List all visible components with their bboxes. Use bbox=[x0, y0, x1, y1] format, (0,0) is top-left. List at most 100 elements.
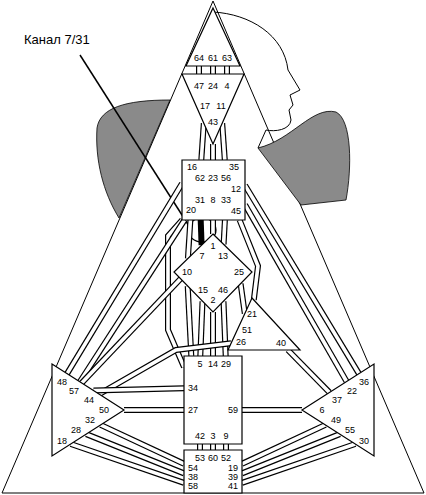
gate-number: 59 bbox=[228, 406, 238, 415]
channel-inner bbox=[222, 123, 225, 160]
channel-outline bbox=[224, 66, 230, 74]
channel-inner bbox=[82, 279, 181, 383]
shoulder-shade bbox=[97, 100, 170, 218]
energy-center: 514293427594239 bbox=[184, 356, 242, 444]
channel-outline bbox=[196, 66, 202, 74]
channel-line bbox=[200, 220, 202, 245]
channel-inner bbox=[211, 312, 215, 356]
gate-number: 29 bbox=[221, 360, 231, 369]
gate-number: 26 bbox=[236, 338, 246, 347]
channel-outline bbox=[198, 220, 205, 245]
gate-number: 38 bbox=[188, 473, 198, 482]
gate-number: 44 bbox=[84, 396, 94, 405]
channel-inner bbox=[242, 408, 302, 412]
gate-number: 24 bbox=[208, 82, 218, 91]
channel-line bbox=[94, 388, 185, 390]
gate-number: 61 bbox=[208, 54, 218, 63]
center-outline bbox=[182, 160, 245, 220]
gate-number: 8 bbox=[210, 196, 215, 205]
channel-line bbox=[224, 220, 225, 244]
channel-inner bbox=[224, 301, 226, 356]
channel-inner bbox=[94, 388, 185, 390]
energy-center: 166223563512203183345 bbox=[182, 160, 245, 220]
energy-center: 536052541938395841 bbox=[184, 450, 242, 493]
gate-number: 31 bbox=[195, 196, 205, 205]
gate-number: 12 bbox=[231, 185, 241, 194]
channel-inner bbox=[124, 408, 184, 412]
channel-outline bbox=[71, 444, 184, 483]
gate-number: 5 bbox=[197, 360, 202, 369]
channel-line bbox=[227, 66, 228, 74]
gate-number: 52 bbox=[221, 454, 231, 463]
channel-outline bbox=[210, 144, 216, 160]
channel-line bbox=[222, 123, 225, 160]
channel-line bbox=[242, 444, 355, 483]
channel-inner bbox=[197, 66, 201, 74]
channel-inner bbox=[188, 220, 191, 259]
gate-number: 9 bbox=[223, 432, 228, 441]
gate-number: 46 bbox=[218, 286, 228, 295]
channel-line bbox=[71, 444, 184, 483]
gate-number: 15 bbox=[198, 286, 208, 295]
channel-line bbox=[188, 220, 191, 259]
channel-inner bbox=[211, 66, 215, 74]
gate-number: 50 bbox=[99, 406, 109, 415]
center-outline bbox=[174, 234, 252, 312]
channel-inner bbox=[225, 66, 229, 74]
gate-number: 23 bbox=[208, 174, 218, 183]
channel-inner bbox=[198, 444, 202, 450]
channel-inner bbox=[241, 284, 245, 314]
gate-number: 4 bbox=[224, 82, 229, 91]
channel-line bbox=[200, 444, 201, 450]
channel-outline bbox=[124, 407, 184, 413]
shoulder-shade bbox=[258, 111, 350, 205]
channel-line bbox=[213, 444, 214, 450]
channel-line bbox=[242, 410, 302, 411]
channel-outline bbox=[94, 388, 185, 390]
gate-number: 17 bbox=[200, 102, 210, 111]
channel-outline bbox=[210, 444, 216, 450]
channel-inner bbox=[242, 444, 355, 483]
gate-number: 21 bbox=[247, 310, 257, 319]
channel-outline bbox=[222, 123, 225, 160]
channel-line bbox=[67, 184, 182, 374]
channel-line bbox=[124, 410, 184, 411]
channel-inner bbox=[211, 220, 215, 234]
center-outline bbox=[184, 356, 242, 444]
gate-number: 56 bbox=[221, 174, 231, 183]
gate-number: 42 bbox=[195, 432, 205, 441]
channel-inner bbox=[201, 123, 204, 160]
channel-inner bbox=[224, 444, 228, 450]
channel-outline bbox=[224, 301, 226, 356]
channel-outline bbox=[241, 284, 245, 314]
gate-number: 28 bbox=[71, 426, 81, 435]
channel-inner bbox=[224, 220, 225, 244]
center-outline bbox=[186, 8, 240, 66]
channel-outline bbox=[201, 123, 204, 160]
center-outline bbox=[302, 364, 374, 456]
gate-number: 64 bbox=[194, 54, 204, 63]
center-outline bbox=[184, 450, 242, 493]
channel-line bbox=[241, 284, 245, 314]
energy-center: 48574450322818 bbox=[52, 364, 124, 456]
gate-number: 33 bbox=[221, 196, 231, 205]
gate-number: 34 bbox=[188, 384, 198, 393]
gate-number: 30 bbox=[359, 437, 369, 446]
gate-number: 14 bbox=[208, 360, 218, 369]
gate-number: 7 bbox=[199, 252, 204, 261]
gate-number: 60 bbox=[208, 454, 218, 463]
channel-line bbox=[199, 66, 200, 74]
gate-number: 16 bbox=[187, 163, 197, 172]
gate-number: 1 bbox=[210, 242, 215, 251]
gate-number: 40 bbox=[276, 339, 286, 348]
gate-number: 57 bbox=[69, 387, 79, 396]
gate-number: 32 bbox=[85, 416, 95, 425]
channel-outline bbox=[210, 220, 216, 234]
center-outline bbox=[182, 74, 244, 144]
gate-number: 63 bbox=[222, 54, 232, 63]
channel-line bbox=[224, 301, 226, 356]
gate-number: 47 bbox=[194, 82, 204, 91]
gate-number: 48 bbox=[57, 378, 67, 387]
gate-number: 3 bbox=[210, 432, 215, 441]
